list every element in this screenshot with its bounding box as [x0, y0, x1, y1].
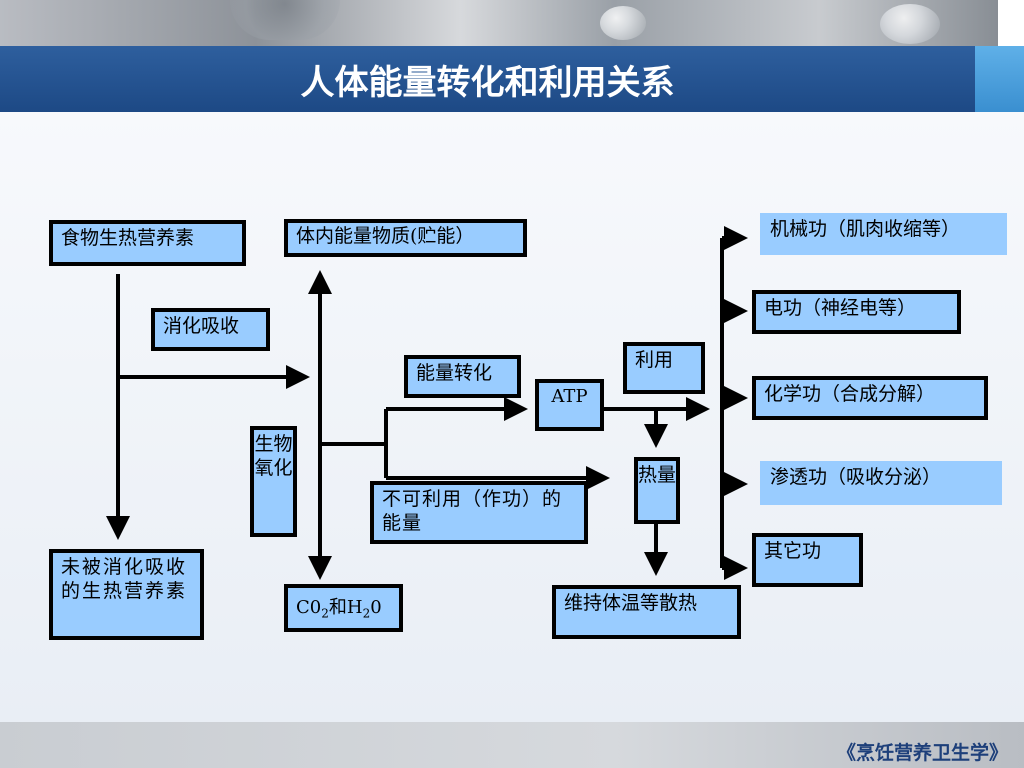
- bio-oxidation-box: 生物氧化: [250, 426, 297, 537]
- heat-box: 热量: [634, 457, 680, 524]
- utilize-box: 利用: [623, 342, 705, 394]
- atp-box: ATP: [535, 379, 604, 431]
- top-right-edge: [998, 0, 1024, 46]
- digest-absorb-box: 消化吸收: [151, 308, 270, 351]
- title-accent: [975, 46, 1024, 112]
- other-work-box: 其它功: [752, 533, 863, 587]
- osmotic-work-box: 渗透功（吸收分泌）: [760, 461, 1002, 505]
- energy-convert-box: 能量转化: [404, 355, 521, 398]
- mechanical-work-box: 机械功（肌肉收缩等）: [760, 213, 1007, 255]
- chemical-work-box: 化学功（合成分解）: [752, 376, 988, 420]
- maintain-temperature-box: 维持体温等散热: [552, 585, 741, 639]
- electrical-work-box: 电功（神经电等）: [752, 290, 961, 334]
- body-energy-box: 体内能量物质(贮能）: [284, 219, 527, 257]
- co2-h2o-box: C02和H20: [284, 584, 403, 632]
- water-drop-decoration: [230, 0, 340, 40]
- water-drop-decoration: [600, 6, 646, 40]
- footer-book-title: 《烹饪营养卫生学》: [836, 742, 1008, 764]
- title-band: [0, 46, 975, 112]
- unusable-energy-box: 不可利用（作功）的能量: [370, 481, 588, 544]
- top-decoration-strip: [0, 0, 1024, 46]
- food-nutrients-box: 食物生热营养素: [49, 220, 246, 266]
- slide-title: 人体能量转化和利用关系: [300, 62, 675, 103]
- water-drop-decoration: [880, 4, 940, 44]
- bottom-band: [0, 722, 1024, 768]
- undigested-nutrients-box: 未被消化吸收的生热营养素: [49, 549, 204, 640]
